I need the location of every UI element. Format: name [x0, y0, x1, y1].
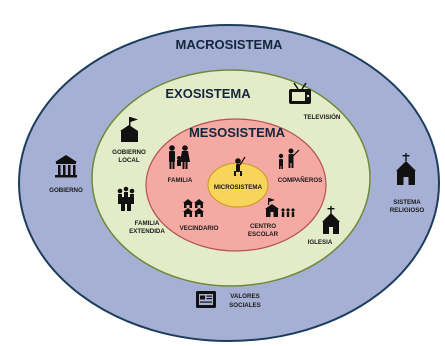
exosistema-title: EXOSISTEMA [165, 86, 251, 101]
mesosistema-title: MESOSISTEMA [189, 125, 286, 140]
companeros-label: COMPAÑEROS [278, 177, 323, 184]
valores-sociales-label-2: SOCIALES [229, 302, 261, 309]
familia-extendida-label-2: EXTENDIDA [129, 228, 165, 235]
tv-icon [289, 82, 311, 104]
newspaper-icon [196, 291, 216, 308]
iglesia-label: IGLESIA [308, 239, 333, 246]
government-building-icon [55, 155, 77, 178]
extended-family-icon [117, 186, 135, 211]
familia-label: FAMILIA [168, 177, 193, 184]
church-icon [322, 206, 340, 234]
microsistema-label: MICROSISTEMA [214, 184, 263, 191]
television-label: TELEVISIÓN [304, 113, 341, 121]
town-hall-icon [120, 117, 138, 142]
sistema-religioso-label-2: RELIGIOSO [390, 207, 425, 214]
gobierno-local-label-2: LOCAL [118, 157, 140, 164]
houses-icon [183, 199, 204, 217]
family-icon [169, 145, 190, 169]
school-icon [265, 198, 295, 217]
child-icon [234, 156, 246, 176]
sistema-religioso-label-1: SISTEMA [393, 199, 421, 206]
gobierno-local-label-1: GOBIERNO [112, 149, 146, 156]
macrosistema-title: MACROSISTEMA [176, 37, 284, 52]
peers-icon [278, 148, 300, 169]
church-icon [396, 153, 416, 185]
vecindario-label: VECINDARIO [180, 225, 219, 232]
valores-sociales-label-1: VALORES [230, 293, 259, 300]
gobierno-label: GOBIERNO [49, 187, 83, 194]
centro-escolar-label-1: CENTRO [250, 223, 276, 230]
familia-extendida-label-1: FAMILIA [135, 220, 160, 227]
centro-escolar-label-2: ESCOLAR [248, 231, 279, 238]
